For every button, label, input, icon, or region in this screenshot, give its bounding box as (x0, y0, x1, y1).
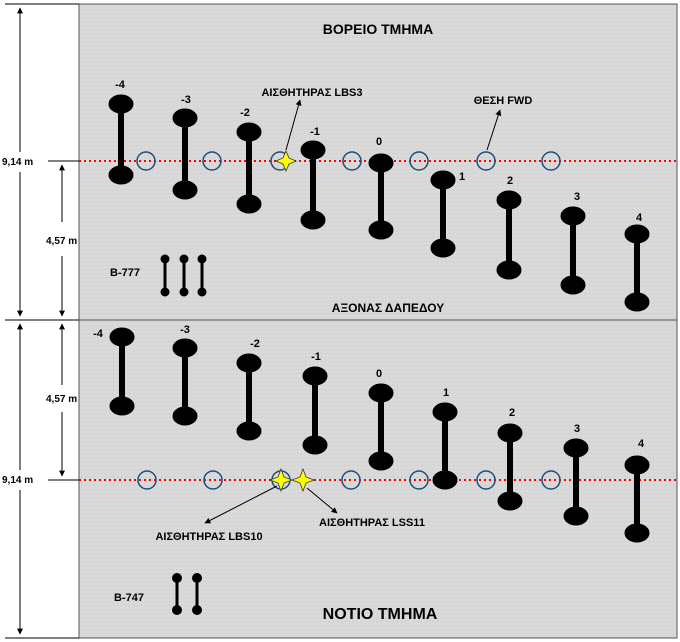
svg-text:-2: -2 (250, 338, 260, 350)
north-tracks (108, 94, 650, 312)
south-track--2 (236, 353, 262, 441)
svg-text:3: 3 (574, 423, 580, 435)
south-position-labels: -4 -3 -2 -1 0 1 2 3 4 (93, 324, 645, 450)
south-track-3 (563, 438, 589, 526)
north-track--4 (108, 94, 134, 185)
north-track--2 (236, 122, 262, 214)
north-track-2 (496, 190, 522, 280)
north-track-4 (624, 224, 650, 312)
svg-text:-1: -1 (311, 351, 321, 363)
sensor-lbs3-star (274, 149, 298, 173)
svg-text:2: 2 (509, 407, 515, 419)
svg-text:1: 1 (459, 171, 465, 183)
north-circles (136, 151, 561, 171)
centerline-label: ΑΞΟΝΑΣ ΔΑΠΕΔΟΥ (332, 301, 444, 315)
svg-text:4: 4 (636, 212, 643, 224)
svg-text:4: 4 (638, 438, 645, 450)
north-position-labels: -4 -3 -2 -1 0 1 2 3 4 (115, 79, 643, 224)
north-track-3 (560, 206, 586, 295)
sensor-lbs10-star (268, 467, 294, 493)
north-track-1 (430, 170, 456, 258)
svg-text:2: 2 (507, 175, 513, 187)
south-track-2 (497, 423, 523, 511)
north-track--1 (300, 140, 326, 230)
fwd-position-label: ΘΕΣΗ FWD (474, 95, 533, 107)
svg-text:-4: -4 (93, 328, 104, 340)
svg-text:-4: -4 (115, 79, 126, 91)
svg-text:-1: -1 (310, 126, 320, 138)
sensor-lbs3-label: ΑΙΣΘΗΤΗΡΑΣ LBS3 (261, 87, 362, 99)
dim-half-north: 4,57 m (46, 236, 77, 247)
south-track--1 (302, 366, 328, 455)
south-track--3 (172, 338, 198, 426)
b747-gear-icon (172, 573, 202, 615)
south-track-4 (624, 455, 650, 543)
dim-total-north: 9,14 m (2, 157, 33, 168)
sensor-lss11-label: ΑΙΣΘΗΤΗΡΑΣ LSS11 (319, 517, 425, 529)
south-track--4 (109, 327, 135, 416)
b777-gear-icon (160, 254, 207, 297)
dim-total-south: 9,14 m (2, 475, 33, 486)
north-title: ΒΟΡΕΙΟ ΤΜΗΜΑ (323, 21, 433, 37)
svg-text:0: 0 (376, 368, 382, 380)
dimension-lines (5, 3, 79, 639)
north-track--3 (172, 108, 198, 200)
svg-text:3: 3 (574, 191, 580, 203)
aircraft-b747-label: B-747 (114, 592, 144, 604)
south-title: ΝΟΤΙΟ ΤΜΗΜΑ (323, 606, 438, 623)
svg-text:-2: -2 (240, 107, 250, 119)
svg-text:-3: -3 (181, 94, 191, 106)
aircraft-b777-label: B-777 (110, 267, 140, 279)
south-track-1 (432, 402, 458, 490)
svg-text:-3: -3 (180, 324, 190, 336)
south-tracks (109, 327, 650, 543)
svg-text:1: 1 (443, 387, 449, 399)
sensor-lss11-star (290, 467, 316, 493)
sensor-lbs10-label: ΑΙΣΘΗΤΗΡΑΣ LBS10 (155, 531, 262, 543)
north-track-0 (368, 153, 394, 240)
svg-text:0: 0 (376, 136, 382, 148)
south-track-0 (368, 383, 394, 471)
dim-half-south: 4,57 m (46, 394, 77, 405)
